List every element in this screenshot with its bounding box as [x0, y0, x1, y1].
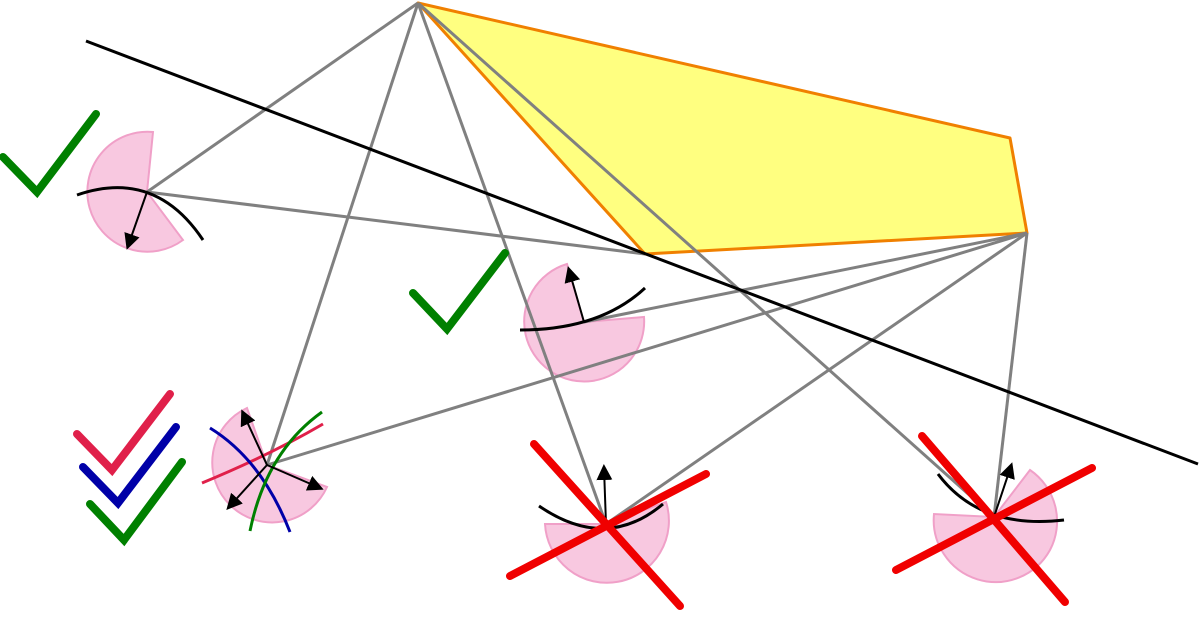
arrow-icon: [124, 191, 148, 250]
sight-line: [146, 190, 646, 256]
sight-line: [416, 2, 608, 525]
check-mark-icon: [86, 458, 186, 547]
check-mark-icon: [409, 249, 509, 336]
wedge-top-left: [86, 130, 185, 253]
arrow-icon: [266, 464, 324, 491]
sight-line: [265, 2, 420, 466]
sight-line: [992, 232, 1029, 518]
cross-mark-icon: [506, 440, 710, 610]
check-marks: [0, 110, 509, 547]
curve-center: [519, 286, 647, 332]
cross-mark-icon: [892, 432, 1096, 606]
arrow-icon: [240, 409, 268, 466]
arrow-icon: [564, 266, 585, 323]
check-mark-icon: [73, 390, 174, 477]
sight-line: [146, 1, 419, 194]
arrows: [124, 191, 1015, 525]
sight-line: [605, 231, 1028, 526]
sight-line: [417, 1, 995, 519]
sight-line: [266, 231, 1028, 467]
cross-marks: [506, 432, 1096, 610]
arrow-icon: [993, 462, 1015, 518]
curve-red: [201, 422, 324, 485]
sight-lines: [146, 1, 1029, 526]
check-mark-icon: [79, 423, 180, 510]
sight-line: [583, 231, 1028, 324]
curve-blue: [209, 426, 292, 533]
separator-line: [85, 39, 1199, 466]
check-mark-icon: [0, 110, 100, 199]
arrow-icon: [596, 464, 613, 525]
arrow-icon: [226, 464, 268, 510]
curve-green: [248, 410, 323, 532]
